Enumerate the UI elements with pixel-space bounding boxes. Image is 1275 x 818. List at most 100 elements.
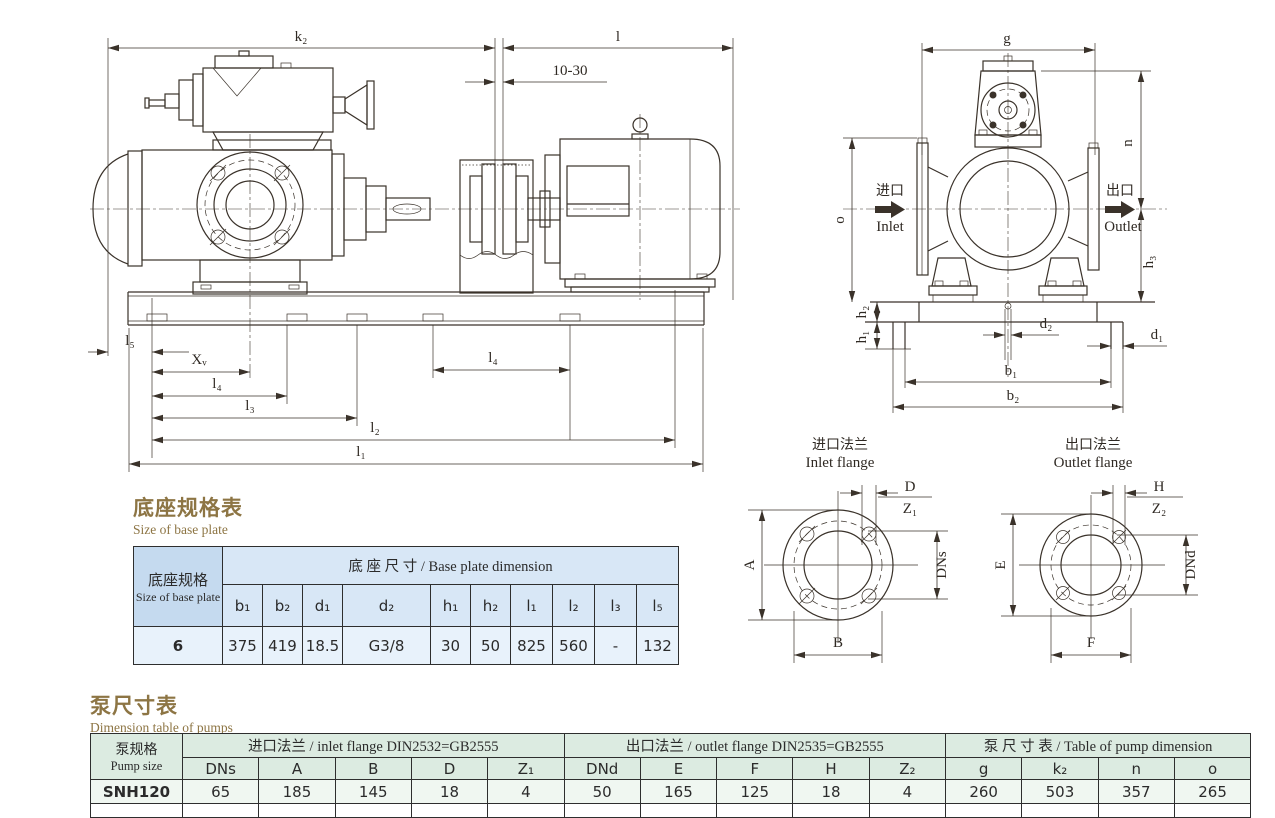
base-plate <box>127 291 705 326</box>
base-table-corner-cn: 底座规格 <box>147 572 208 589</box>
dim-l1: l₁ <box>356 444 365 460</box>
end-view-base <box>865 301 1155 360</box>
base-plate-table-title-cn: 底座规格表 <box>133 496 243 520</box>
dim-l5: l₅ <box>125 333 134 349</box>
pump-table-corner-cn: 泵规格 <box>115 743 158 758</box>
base-plate-table: 底座规格 Size of base plate 底 座 尺 寸 / Base p… <box>133 546 679 665</box>
outlet-annotation: 出口 Outlet <box>1104 183 1142 235</box>
col-header-k2: k₂ <box>1021 757 1099 780</box>
pump-table-group-outlet: 出口法兰 / outlet flange DIN2535=GB2555 <box>563 733 947 758</box>
end-view-valve <box>974 55 1042 148</box>
pump-table-corner: 泵规格 Pump size <box>90 733 183 780</box>
col-header-E: E <box>639 757 718 780</box>
pump-table-clipped-row <box>90 803 1252 818</box>
col-header-D: D <box>410 757 489 780</box>
col-header-F: F <box>716 757 794 780</box>
dim-o: o <box>832 216 848 224</box>
col-header-b2: b₂ <box>262 584 303 627</box>
col-header-h2: h₂ <box>470 584 511 627</box>
flange-bolt-holes <box>209 164 291 246</box>
col-header-l1: l₁ <box>510 584 553 627</box>
pump-table-title-cn: 泵尺寸表 <box>90 694 178 718</box>
col-header-Z1: Z₁ <box>487 757 565 780</box>
dim-xv: Xᵥ <box>191 352 207 368</box>
outlet-flange-title-cn: 出口法兰 <box>1065 437 1121 453</box>
pump-dimension-table: 泵规格 Pump size 进口法兰 / inlet flange DIN253… <box>90 733 1252 818</box>
base-value-b2: 419 <box>262 626 303 665</box>
col-header-h1: h₁ <box>430 584 471 627</box>
dim-l: l <box>616 29 620 45</box>
base-value-l1: 825 <box>510 626 553 665</box>
col-header-A: A <box>258 757 336 780</box>
dim-b2: b₂ <box>1007 388 1020 404</box>
dim-Z1: Z₁ <box>903 501 917 517</box>
dim-A: A <box>742 559 758 570</box>
pump-side-view-drawing: k₂ l 10-30 l₅ Xᵥ l₄ l₃ l₄ l₂ l₁ <box>88 29 740 472</box>
outlet-flange-title-en: Outlet flange <box>1054 455 1133 471</box>
inlet-flange-drawing: 进口法兰 Inlet flange A B D Z₁ DNs <box>742 437 950 663</box>
dim-h2: h₂ <box>854 306 870 319</box>
base-value-b1: 375 <box>222 626 263 665</box>
dim-H: H <box>1154 479 1165 495</box>
col-header-DNs: DNs <box>181 757 260 780</box>
outlet-flange-bolt-holes <box>1055 529 1127 601</box>
base-plate-table-title-en: Size of base plate <box>133 522 228 537</box>
col-header-H: H <box>792 757 870 780</box>
pump-table-corner-en: Pump size <box>110 759 163 773</box>
pump-value-D: 18 <box>410 779 489 804</box>
pump-value-F: 125 <box>716 779 794 804</box>
dim-n: n <box>1120 139 1136 147</box>
motor <box>544 117 721 293</box>
coupling-assembly <box>343 159 561 294</box>
col-header-d2: d₂ <box>342 584 431 627</box>
base-table-corner-en: Size of base plate <box>135 589 221 604</box>
col-header-DNd: DNd <box>563 757 641 780</box>
pump-end-view-drawing: g n h₃ o h₂ h₁ d₂ d₁ b₁ b₂ 进口 <box>832 31 1167 413</box>
pump-row-label: SNH120 <box>90 779 183 804</box>
inlet-label-cn: 进口 <box>876 183 904 199</box>
pump-value-n: 357 <box>1097 779 1175 804</box>
col-header-d1: d₁ <box>302 584 343 627</box>
col-header-b1: b₁ <box>222 584 263 627</box>
base-value-h2: 50 <box>470 626 511 665</box>
base-table-group-header: 底 座 尺 寸 / Base plate dimension <box>222 546 679 585</box>
dim-g: g <box>1003 31 1011 47</box>
pump-value-k2: 503 <box>1021 779 1099 804</box>
side-view-dimensions: k₂ l 10-30 l₅ Xᵥ l₄ l₃ l₄ l₂ l₁ <box>88 29 734 472</box>
base-row-label: 6 <box>133 626 223 665</box>
col-header-n: n <box>1097 757 1175 780</box>
inlet-flange-title-en: Inlet flange <box>806 455 875 471</box>
inlet-annotation: 进口 Inlet <box>875 183 905 235</box>
col-header-l3: l₃ <box>594 584 637 627</box>
col-header-l5: l₅ <box>636 584 679 627</box>
pump-value-o: 265 <box>1173 779 1252 804</box>
outlet-label-en: Outlet <box>1104 219 1142 235</box>
base-value-l2: 560 <box>552 626 595 665</box>
pump-value-E: 165 <box>639 779 718 804</box>
dim-D: D <box>905 479 916 495</box>
dim-d1: d₁ <box>1151 327 1164 343</box>
col-header-g: g <box>945 757 1023 780</box>
dim-DNd: DNd <box>1183 550 1199 580</box>
dim-Z2: Z₂ <box>1152 501 1166 517</box>
pump-body <box>92 139 345 295</box>
dim-h1: h₁ <box>854 331 870 344</box>
dim-h3: h₃ <box>1141 256 1157 269</box>
dim-d2: d₂ <box>1040 316 1053 332</box>
dim-k2: k₂ <box>295 29 308 45</box>
outlet-label-cn: 出口 <box>1106 183 1134 199</box>
base-value-d1: 18.5 <box>302 626 343 665</box>
outlet-flange-drawing: 出口法兰 Outlet flange E F H Z₂ DNd <box>993 437 1199 663</box>
col-header-Z2: Z₂ <box>868 757 947 780</box>
pump-value-Z2: 4 <box>868 779 947 804</box>
dim-b1: b₁ <box>1005 363 1018 379</box>
col-header-l2: l₂ <box>552 584 595 627</box>
base-value-d2: G3/8 <box>342 626 431 665</box>
dim-l2: l₂ <box>370 420 379 436</box>
dim-E: E <box>993 560 1009 569</box>
dim-F: F <box>1087 635 1095 651</box>
col-header-o: o <box>1173 757 1252 780</box>
base-value-l3: - <box>594 626 637 665</box>
pump-value-DNs: 65 <box>181 779 260 804</box>
